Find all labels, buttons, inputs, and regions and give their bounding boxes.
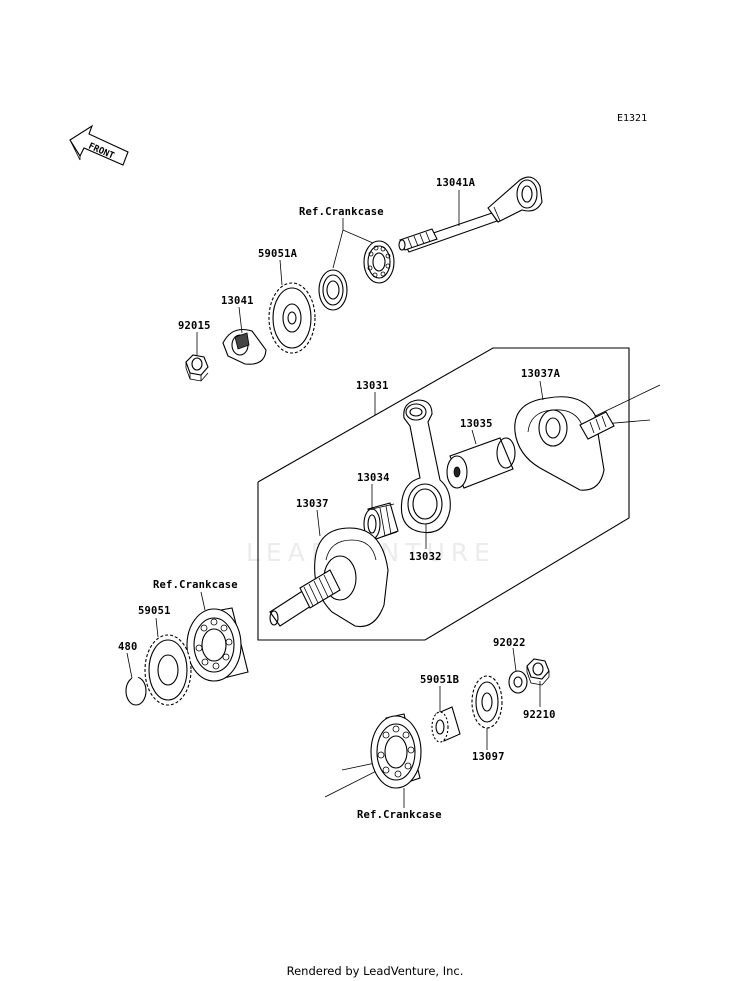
washer-92022[interactable] (508, 670, 528, 694)
callout-13032[interactable]: 13032 (409, 551, 442, 563)
crank-pin-13035[interactable] (446, 437, 516, 489)
crankshaft-half-13037[interactable] (269, 527, 389, 628)
callout-13034[interactable]: 13034 (357, 472, 390, 484)
weight-13041[interactable] (222, 328, 267, 365)
callout-13037A[interactable]: 13037A (521, 368, 561, 380)
gear-59051A[interactable] (268, 282, 316, 354)
gear-59051[interactable] (144, 634, 192, 706)
callout-ref-crankcase-left[interactable]: Ref.Crankcase (153, 579, 238, 591)
figure-code: E1321 (617, 113, 648, 124)
callout-59051A[interactable]: 59051A (258, 248, 298, 260)
footer-credit: Rendered by LeadVenture, Inc. (286, 964, 464, 978)
bearing-ref-crankcase-top[interactable] (318, 240, 395, 311)
bearing-ref-crankcase-bottom[interactable] (370, 713, 422, 789)
callout-59051[interactable]: 59051 (138, 605, 171, 617)
callout-480[interactable]: 480 (118, 641, 138, 653)
callout-13041[interactable]: 13041 (221, 295, 254, 307)
gear-13097[interactable] (471, 675, 503, 729)
callout-59051B[interactable]: 59051B (420, 674, 460, 686)
callout-13037[interactable]: 13037 (296, 498, 329, 510)
nut-92015[interactable] (185, 354, 209, 382)
nut-92210[interactable] (526, 658, 550, 686)
callout-13035[interactable]: 13035 (460, 418, 493, 430)
callout-13097[interactable]: 13097 (472, 751, 505, 763)
gear-59051B[interactable] (431, 706, 461, 743)
front-arrow-icon: FRONT (69, 124, 129, 166)
callout-92022[interactable]: 92022 (493, 637, 526, 649)
callout-92015[interactable]: 92015 (178, 320, 211, 332)
crankshaft-half-13037A[interactable] (514, 396, 615, 491)
crank-pin-13041A[interactable] (398, 176, 543, 253)
connecting-rod-13032[interactable] (400, 399, 451, 534)
callout-13031[interactable]: 13031 (356, 380, 389, 392)
callout-92210[interactable]: 92210 (523, 709, 556, 721)
bearing-ref-crankcase-left[interactable] (186, 607, 249, 682)
circlip-480[interactable] (125, 674, 147, 706)
callout-ref-crankcase-bottom[interactable]: Ref.Crankcase (357, 809, 442, 821)
callout-ref-crankcase-top[interactable]: Ref.Crankcase (299, 206, 384, 218)
assembly-box-13031 (257, 347, 630, 641)
callout-13041A[interactable]: 13041A (436, 177, 476, 189)
leader-lines (126, 190, 544, 808)
